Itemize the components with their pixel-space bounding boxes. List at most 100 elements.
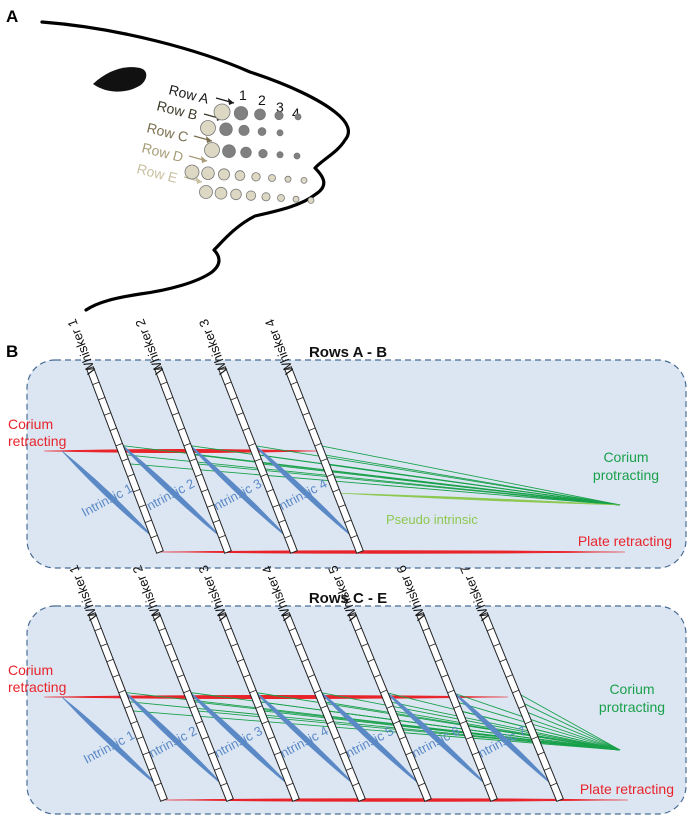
corium-protracting-fiber — [126, 463, 621, 506]
whisker-pad — [184, 103, 315, 204]
whisker-segment — [212, 519, 220, 523]
whisker-segment — [104, 412, 111, 416]
face-outline — [40, 20, 350, 312]
whisker-segment — [208, 751, 215, 756]
whisker-segment — [386, 705, 394, 709]
whisker-follicle — [240, 146, 252, 159]
whisker-segment — [230, 397, 238, 401]
diagram-title: Rows C - E — [309, 590, 387, 607]
whisker-segment — [144, 519, 152, 523]
whisker-follicle — [276, 129, 284, 137]
corium-protracting-fiber — [519, 701, 621, 751]
whisker-segment — [314, 443, 322, 447]
whisker-segment — [94, 627, 102, 632]
corium-protracting-fiber — [387, 700, 621, 751]
corium-protracting-fiber — [260, 710, 621, 751]
whisker-segment — [307, 674, 315, 678]
corium-retracting-label: Corium — [8, 662, 53, 678]
whisker-segment — [224, 627, 232, 632]
whisker-segment — [512, 689, 520, 694]
whisker-segment — [166, 397, 174, 401]
plate-retracting-label: Plate retracting — [578, 533, 672, 549]
whisker-segment — [172, 412, 179, 416]
whisker-follicle — [307, 196, 315, 204]
whisker-follicle — [238, 124, 250, 136]
column-number: 3 — [276, 99, 284, 115]
panel-b-label: B — [6, 342, 18, 361]
whisker-segment — [352, 782, 360, 787]
whisker-segment — [326, 473, 334, 477]
whisker-segment — [124, 705, 132, 709]
whisker-segment — [160, 381, 168, 385]
whisker-follicle — [213, 103, 231, 121]
corium-protracting-fiber — [523, 710, 621, 751]
whisker-segment — [224, 381, 232, 385]
whisker-segment — [345, 767, 353, 771]
corium-protracting-fiber — [318, 444, 621, 506]
whisker-segment — [127, 473, 135, 477]
whisker-segment — [109, 427, 117, 431]
arrow-head-icon — [228, 98, 234, 105]
corium-protracting-fiber — [450, 691, 621, 751]
whisker-segment — [344, 519, 352, 523]
panel-a-label: A — [6, 7, 18, 26]
whisker-segment — [254, 458, 262, 462]
whisker-segment — [280, 767, 288, 771]
corium-protracting-fiber — [325, 710, 621, 751]
whisker-segment — [243, 674, 251, 678]
whisker-follicle — [300, 176, 308, 184]
whisker-segment — [373, 674, 381, 678]
whisker-segment — [453, 705, 461, 709]
whisker-segment — [195, 720, 203, 725]
arrow-head-icon — [196, 177, 202, 184]
arrow-head-icon — [206, 136, 212, 143]
whisker-segment — [92, 381, 100, 385]
whisker-segment — [121, 458, 129, 462]
diagram-title: Rows A - B — [309, 344, 387, 361]
whisker-segment — [354, 627, 362, 632]
whisker-segment — [472, 751, 479, 756]
whisker-segment — [428, 643, 436, 647]
whisker-segment — [266, 489, 274, 493]
whisker-segment — [255, 705, 263, 709]
column-number: 2 — [258, 92, 266, 108]
whisker-follicle — [217, 168, 230, 181]
whisker-segment — [350, 535, 358, 539]
whisker-follicle — [201, 166, 215, 180]
diagram-box — [26, 359, 687, 569]
whisker-segment — [302, 412, 310, 416]
whisker-segment — [272, 504, 280, 508]
whisker-segment — [326, 720, 334, 725]
whisker-segment — [284, 535, 292, 539]
whisker-segment — [118, 689, 126, 694]
whisker-segment — [248, 443, 256, 447]
corium-retracting-label: Corium — [8, 416, 53, 432]
whisker-segment — [493, 643, 501, 647]
whisker-segment — [531, 736, 539, 740]
corium-protracting-fiber — [391, 710, 621, 751]
corium-protracting-label: Corium — [609, 681, 654, 697]
whisker-follicle — [219, 122, 233, 136]
whisker-segment — [537, 751, 545, 756]
whisker-segment — [201, 489, 209, 493]
whisker-segment — [136, 736, 144, 740]
whisker-segment — [183, 443, 191, 447]
whisker-follicle — [214, 186, 228, 200]
whisker-follicle — [293, 152, 301, 160]
whisker-segment — [278, 519, 286, 523]
corium-protracting-fiber — [454, 700, 621, 751]
whisker-segment — [478, 767, 486, 771]
whisker-follicle — [277, 194, 285, 202]
corium-protracting-fiber — [325, 463, 621, 506]
whisker-segment — [177, 674, 185, 678]
corium-protracting-label: protracting — [593, 467, 659, 483]
whisker-segment — [333, 736, 341, 740]
whisker-segment — [367, 658, 375, 663]
whisker-follicle — [268, 174, 276, 182]
whisker-follicle — [261, 192, 271, 202]
corium-protracting-fiber — [317, 691, 621, 751]
whisker-segment — [320, 705, 328, 709]
